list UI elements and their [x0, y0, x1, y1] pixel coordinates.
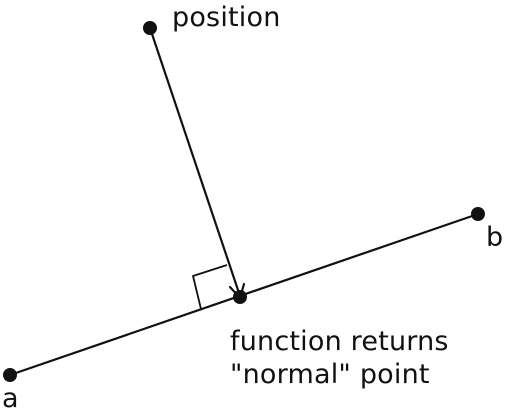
normal-caption-line-2: "normal" point — [230, 358, 430, 390]
normal-caption-line-1: function returns — [230, 326, 449, 357]
normal-point-caption: function returns "normal" point — [230, 326, 449, 392]
point-b — [471, 207, 485, 221]
point-b-label: b — [486, 222, 504, 253]
point-normal — [233, 290, 247, 304]
projection-line — [148, 26, 242, 298]
point-position — [143, 21, 157, 35]
position-label: position — [172, 2, 281, 33]
right-angle-marker — [192, 264, 228, 310]
point-a-label: a — [2, 383, 19, 414]
point-a — [3, 368, 17, 382]
